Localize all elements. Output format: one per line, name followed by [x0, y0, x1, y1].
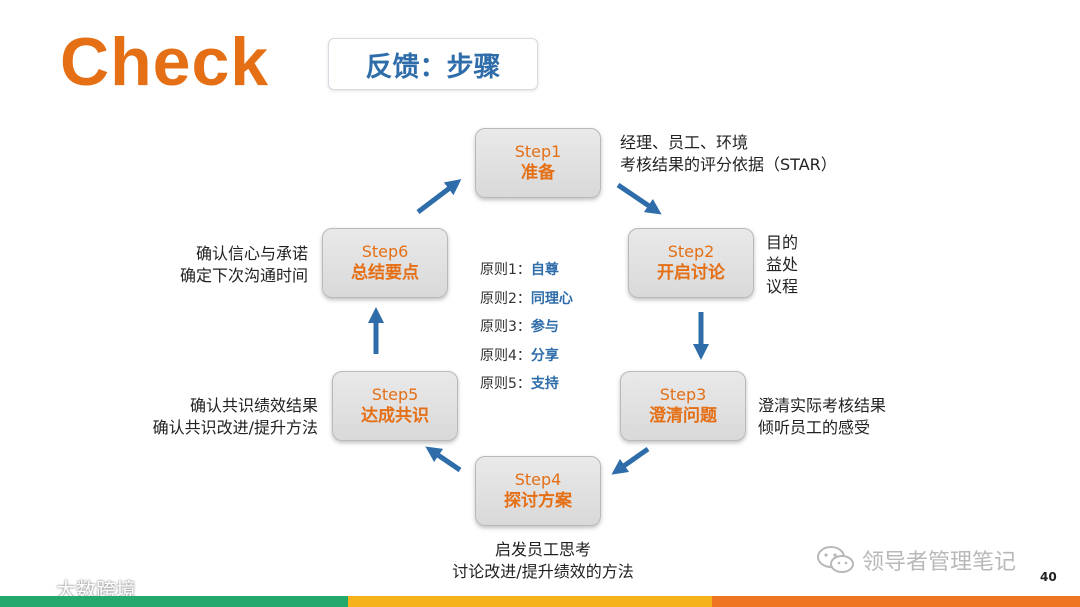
bottom-bar-green	[0, 596, 348, 607]
step3-note-line: 澄清实际考核结果	[758, 396, 887, 415]
logo-icon	[8, 580, 49, 597]
step5-box: Step5 达成共识	[332, 371, 458, 441]
step4-note-line: 启发员工思考	[494, 540, 591, 559]
step6-note-line: 确认信心与承诺	[195, 244, 308, 263]
watermark-right-text: 领导者管理笔记	[862, 550, 1017, 575]
step3-name: 澄清问题	[649, 406, 717, 426]
principle-item: 原则4：分享	[480, 342, 573, 371]
step1-note-line: 经理、员工、环境	[620, 133, 749, 152]
arrow-step3-to-step4	[611, 446, 650, 475]
principle-value: 分享	[530, 347, 559, 364]
wechat-icon	[817, 546, 854, 573]
step5-note-line: 确认共识改进/提升方法	[152, 418, 318, 437]
principle-value: 同理心	[530, 290, 573, 307]
principle-label: 原则3：	[480, 319, 531, 335]
principle-value: 支持	[530, 376, 559, 392]
step2-number: Step2	[667, 242, 715, 261]
step2-note-line: 目的	[766, 233, 799, 252]
step4-box: Step4 探讨方案	[475, 456, 601, 526]
step5-notes: 确认共识绩效结果 确认共识改进/提升方法	[130, 395, 318, 439]
step2-name: 开启讨论	[657, 263, 725, 283]
step3-number: Step3	[659, 385, 707, 404]
step3-box: Step3 澄清问题	[620, 371, 746, 441]
subtitle-box: 反馈：步骤	[328, 38, 538, 90]
step4-number: Step4	[514, 470, 562, 489]
principle-label: 原则2：	[480, 290, 531, 307]
principle-value: 自尊	[530, 262, 559, 278]
page-number: 40	[1040, 570, 1057, 584]
step6-name: 总结要点	[351, 263, 419, 283]
principle-item: 原则1：自尊	[480, 256, 573, 285]
step4-name: 探讨方案	[504, 491, 572, 511]
step3-notes: 澄清实际考核结果 倾听员工的感受	[758, 395, 886, 439]
principles-list: 原则1：自尊 原则2：同理心 原则3：参与 原则4：分享 原则5：支持	[480, 256, 573, 399]
watermark-right: 领导者管理笔记	[816, 544, 1016, 576]
principle-item: 原则3：参与	[480, 313, 573, 342]
principle-label: 原则4：	[480, 347, 531, 364]
arrow-step6-to-step1	[416, 179, 462, 214]
step3-note-line: 倾听员工的感受	[758, 418, 871, 437]
arrow-step4-to-step5	[425, 446, 462, 473]
step6-notes: 确认信心与承诺 确定下次沟通时间	[150, 243, 308, 287]
bottom-bar-orange	[712, 596, 1080, 607]
step2-box: Step2 开启讨论	[628, 228, 754, 298]
step5-number: Step5	[371, 385, 419, 404]
step6-note-line: 确定下次沟通时间	[179, 266, 308, 285]
step2-note-line: 益处	[766, 255, 799, 274]
step4-notes: 启发员工思考 讨论改进/提升绩效的方法	[440, 539, 646, 583]
page-title: Check	[60, 24, 270, 100]
arrow-step1-to-step2	[616, 182, 662, 215]
bottom-bar-yellow	[348, 596, 712, 607]
step6-box: Step6 总结要点	[322, 228, 448, 298]
step1-name: 准备	[521, 163, 555, 183]
step5-note-line: 确认共识绩效结果	[189, 396, 318, 415]
step1-notes: 经理、员工、环境 考核结果的评分依据（STAR）	[620, 132, 837, 176]
principle-value: 参与	[530, 319, 559, 335]
principle-item: 原则5：支持	[480, 370, 573, 399]
principle-label: 原则1：	[480, 262, 531, 278]
step4-note-line: 讨论改进/提升绩效的方法	[452, 562, 634, 581]
step5-name: 达成共识	[361, 406, 429, 426]
principle-label: 原则5：	[480, 376, 531, 392]
step1-note-line: 考核结果的评分依据（STAR）	[620, 155, 837, 174]
step6-number: Step6	[361, 242, 409, 261]
principle-item: 原则2：同理心	[480, 285, 573, 314]
step2-note-line: 议程	[766, 277, 799, 296]
step1-number: Step1	[514, 142, 562, 161]
step2-notes: 目的 益处 议程	[766, 232, 798, 298]
subtitle-text: 反馈：步骤	[365, 51, 501, 83]
step1-box: Step1 准备	[475, 128, 601, 198]
